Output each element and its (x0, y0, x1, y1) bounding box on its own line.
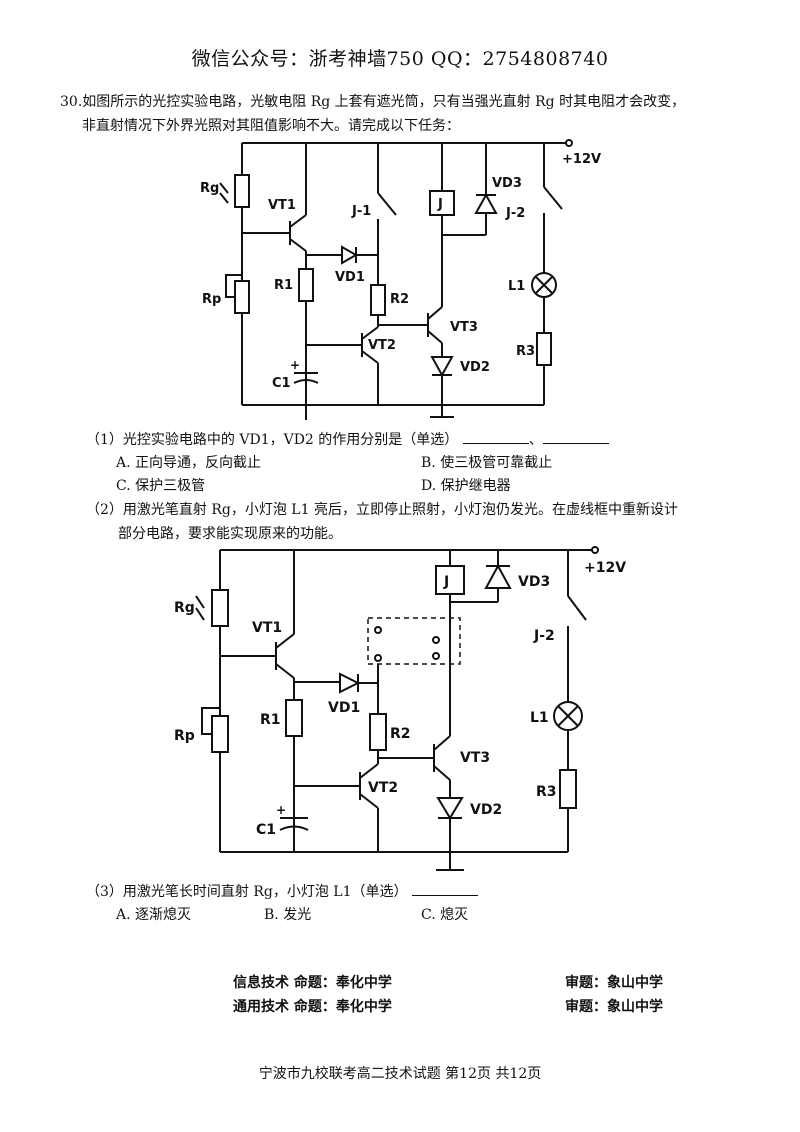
c2-rg-resistor (211, 589, 229, 627)
part3-option-a: A. 逐渐熄灭 (116, 907, 192, 923)
c2-r3-resistor (559, 769, 577, 809)
question-number: 30. (60, 94, 83, 110)
c2-r1-resistor (285, 699, 303, 737)
c1-r2-resistor (370, 284, 386, 316)
c1-rp-label: Rp (202, 292, 221, 307)
part1-blank-1[interactable] (462, 429, 529, 444)
c1-rg-label: Rg (200, 181, 219, 196)
page-footer: 宁波市九校联考高二技术试题 第12页 共12页 (258, 1066, 542, 1082)
c1-rp-resistor (234, 280, 250, 314)
c1-c1-label: C1 (272, 376, 291, 391)
credit-row2-right: 审题：象山中学 (565, 999, 663, 1015)
c2-r2-resistor (369, 713, 387, 751)
c2-r3-label: R3 (536, 784, 557, 800)
c2-j-label: J (443, 574, 449, 590)
c1-vd1-label: VD1 (335, 270, 365, 285)
c1-rg-resistor (234, 174, 250, 208)
c2-relay-coil (435, 565, 465, 595)
part1-option-d: D. 保护继电器 (421, 478, 511, 494)
c2-r2-label: R2 (390, 726, 411, 742)
c1-vt2-label: VT2 (368, 338, 396, 353)
circuit-diagram-1: +12V Rg Rp VT1 R1 VD1 J-1 R2 VT2 + C1 VT… (200, 139, 601, 420)
part1-text: （1）光控实验电路中的 VD1，VD2 的作用分别是（单选） (86, 432, 459, 448)
c1-vd3-label: VD3 (492, 176, 522, 191)
credit-row1-left: 信息技术 命题：奉化中学 (233, 975, 392, 991)
part3-question: （3）用激光笔长时间直射 Rg，小灯泡 L1（单选） (86, 880, 766, 904)
c2-c1-label: C1 (256, 822, 276, 838)
c2-rg-label: Rg (174, 600, 195, 616)
part1-blank-2[interactable] (542, 429, 609, 444)
part3-text: （3）用激光笔长时间直射 Rg，小灯泡 L1（单选） (86, 884, 408, 900)
question-stem-line2: 非直射情况下外界光照对其阻值影响不大。请完成以下任务： (82, 118, 460, 134)
part3-option-b: B. 发光 (264, 907, 312, 923)
part2-line2: 部分电路，要求能实现原来的功能。 (118, 526, 342, 542)
c2-vt3-label: VT3 (460, 750, 490, 766)
c1-vcc-label: +12V (562, 152, 601, 167)
c2-rp-label: Rp (174, 728, 195, 744)
question-stem-line1: 如图所示的光控实验电路，光敏电阻 Rg 上套有遮光筒，只有当强光直射 Rg 时其… (82, 94, 686, 110)
c1-l1-label: L1 (508, 279, 525, 294)
c2-dashed-design-box[interactable] (367, 617, 461, 665)
c2-rp-resistor (211, 715, 229, 753)
c2-vd1-label: VD1 (328, 700, 360, 716)
credit-row2-left: 通用技术 命题：奉化中学 (233, 999, 392, 1015)
part1-option-a: A. 正向导通，反向截止 (116, 455, 262, 471)
c2-l1-label: L1 (530, 710, 549, 726)
circuit-diagram-2: +12V Rg Rp VT1 R1 VD1 R2 VT2 + C1 VT3 VD (174, 546, 626, 871)
part1-option-c: C. 保护三极管 (116, 478, 206, 494)
c1-r1-resistor (298, 268, 314, 302)
c1-r1-label: R1 (274, 278, 293, 293)
part1-question: （1）光控实验电路中的 VD1，VD2 的作用分别是（单选） 、 (86, 428, 766, 452)
c1-vd2-label: VD2 (460, 360, 490, 375)
c1-j2-label: J-2 (505, 206, 525, 221)
question-stem: 30.如图所示的光控实验电路，光敏电阻 Rg 上套有遮光筒，只有当强光直射 Rg… (60, 90, 760, 138)
part3-blank[interactable] (411, 881, 478, 896)
c1-r3-label: R3 (516, 344, 535, 359)
c2-vd3-label: VD3 (518, 574, 550, 590)
c2-vt1-label: VT1 (252, 620, 282, 636)
page-header: 微信公众号：浙考神墙750 QQ：2754808740 (191, 48, 609, 70)
credit-row1-right: 审题：象山中学 (565, 975, 663, 991)
part2-question: （2）用激光笔直射 Rg，小灯泡 L1 亮后，立即停止照射，小灯泡仍发光。在虚线… (86, 498, 766, 546)
c2-r1-label: R1 (260, 712, 281, 728)
part3-option-c: C. 熄灭 (421, 907, 469, 923)
c1-vt1-label: VT1 (268, 198, 296, 213)
c1-vt3-label: VT3 (450, 320, 478, 335)
c2-j2-label: J-2 (533, 628, 555, 644)
c2-vt2-label: VT2 (368, 780, 398, 796)
part1-sep: 、 (528, 432, 543, 448)
part2-line1: （2）用激光笔直射 Rg，小灯泡 L1 亮后，立即停止照射，小灯泡仍发光。在虚线… (86, 502, 678, 518)
part1-option-b: B. 使三极管可靠截止 (421, 455, 553, 471)
c2-vd2-label: VD2 (470, 802, 502, 818)
c2-vcc-label: +12V (584, 560, 626, 576)
c1-j1-label: J-1 (351, 204, 371, 219)
c1-j-label: J (437, 197, 443, 212)
c1-c1-plus: + (290, 358, 300, 372)
c1-r3-resistor (536, 332, 552, 366)
c1-r2-label: R2 (390, 292, 409, 307)
c2-c1-plus: + (276, 803, 286, 817)
